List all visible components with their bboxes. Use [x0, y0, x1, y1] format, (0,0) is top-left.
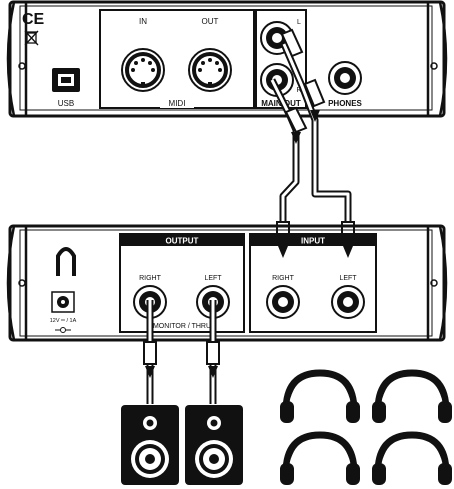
phones-label: PHONES [328, 99, 362, 108]
top-device-body [8, 0, 446, 118]
output-header: OUTPUT [166, 237, 199, 246]
midi-in-port [121, 48, 165, 92]
speaker-right-icon [121, 405, 179, 485]
input-left-label: LEFT [339, 275, 357, 282]
speaker-left-icon [185, 405, 243, 485]
input-right-jack [266, 285, 300, 319]
weee-bin-icon [24, 30, 39, 46]
lock-slot-icon [56, 247, 76, 276]
output-panel [119, 233, 245, 333]
input-left-jack [331, 285, 365, 319]
midi-title: MIDI [169, 99, 186, 108]
screw-icon [430, 279, 438, 287]
output-right-label: RIGHT [139, 275, 162, 282]
monitor-thru-label: MONITOR / THRU [153, 323, 211, 330]
output-left-label: LEFT [204, 275, 222, 282]
headphones-icon [280, 369, 360, 423]
cable-output-left [206, 300, 220, 404]
input-header: INPUT [301, 237, 325, 246]
polarity-icon [55, 327, 71, 333]
input-panel [249, 233, 377, 333]
input-header-bar [250, 234, 376, 246]
headphones-icon [280, 431, 360, 485]
bottom-device: 12V ═ / 1A OUTPUT RIGHT LEFT MONITOR / T… [6, 224, 448, 342]
phones-jack [328, 61, 362, 95]
top-device: CE USB IN OUT [6, 0, 448, 118]
plug-icon [280, 28, 326, 144]
midi-out-port [188, 48, 232, 92]
screw-icon [18, 62, 26, 70]
midi-out-label: OUT [202, 17, 219, 26]
midi-in-label: IN [139, 17, 147, 26]
screw-icon [18, 279, 26, 287]
screw-icon [430, 62, 438, 70]
main-out-panel [255, 9, 307, 109]
power-jack [51, 291, 75, 313]
midi-panel [99, 9, 255, 109]
headphones-icon [372, 431, 452, 485]
main-out-right-tag: R [296, 87, 301, 94]
main-out-left-tag: L [297, 19, 301, 26]
cable-main-out-right [268, 78, 300, 228]
output-header-bar [120, 234, 244, 246]
input-right-label: RIGHT [272, 275, 295, 282]
usb-port [52, 68, 80, 92]
bottom-device-body [8, 224, 446, 342]
ce-mark: CE [22, 11, 45, 28]
cable-main-out-left [280, 42, 352, 228]
usb-label: USB [58, 99, 74, 108]
headphones-icon [372, 369, 452, 423]
power-label: 12V ═ / 1A [50, 318, 77, 324]
cable-output-right [143, 300, 157, 404]
